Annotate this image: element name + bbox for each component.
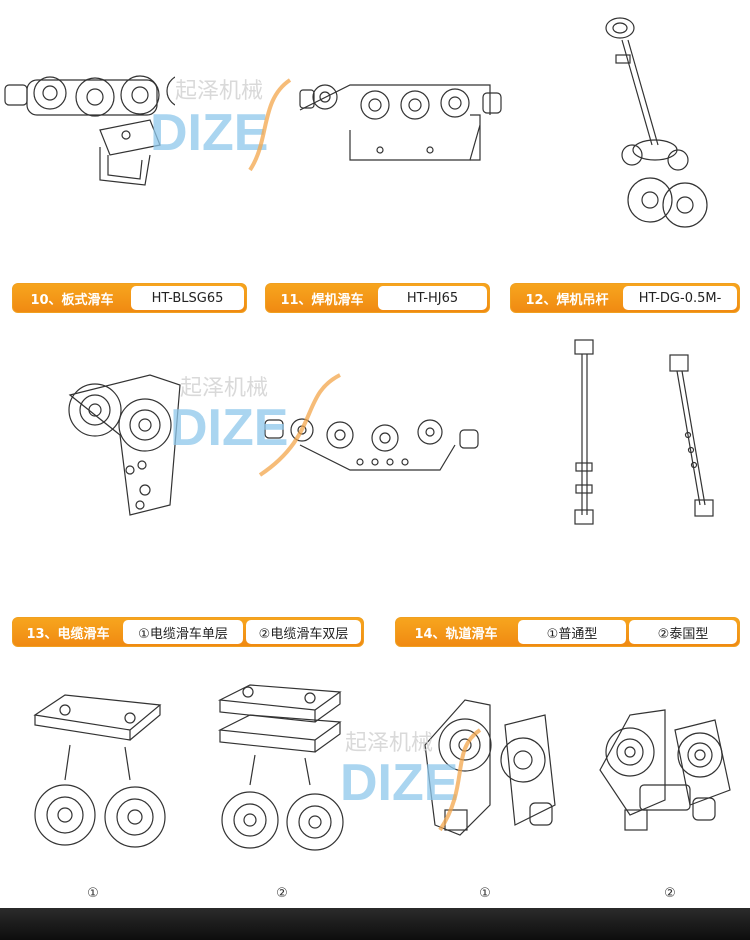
section-label-14: 14、轨道滑车 ①普通型 ②泰国型 [395, 617, 740, 647]
plate-trolley-front-drawing [50, 355, 195, 520]
welder-hanger-rods-drawing [560, 335, 730, 535]
cable-trolley-single-drawing [20, 685, 180, 860]
section-title: 11、焊机滑车 [280, 292, 364, 308]
track-trolley-thai-drawing [585, 690, 740, 845]
section-title: 12、焊机吊杆 [525, 292, 609, 308]
model-code: HT-HJ65 [378, 286, 487, 310]
section-label-13: 13、电缆滑车 ①电缆滑车单层 ②电缆滑车双层 [12, 617, 364, 647]
section-label-10: 10、板式滑车 HT-BLSG65 [12, 283, 247, 313]
variant-mark: ② [276, 886, 288, 901]
welder-hanger-eyebolt-drawing [590, 10, 720, 235]
variant-mark: ① [87, 886, 99, 901]
model-code: HT-DG-0.5M- [623, 286, 737, 310]
variant-mark: ② [664, 886, 676, 901]
footer-bar [0, 908, 750, 940]
section-label-12: 12、焊机吊杆 HT-DG-0.5M- [510, 283, 740, 313]
section-title: 10、板式滑车 [30, 292, 114, 308]
option-thai: ②泰国型 [629, 620, 737, 644]
option-single-layer: ①电缆滑车单层 [123, 620, 243, 644]
section-title: 14、轨道滑车 [414, 626, 498, 642]
welder-trolley-plate-drawing [260, 410, 485, 490]
option-double-layer: ②电缆滑车双层 [246, 620, 361, 644]
variant-mark: ① [479, 886, 491, 901]
svg-text:起泽机械: 起泽机械 [175, 79, 263, 104]
section-label-11: 11、焊机滑车 HT-HJ65 [265, 283, 490, 313]
cable-trolley-double-drawing [210, 680, 360, 865]
model-code: HT-BLSG65 [131, 286, 244, 310]
section-title: 13、电缆滑车 [26, 626, 110, 642]
welder-trolley-rail-drawing [290, 75, 510, 175]
plate-trolley-drawing [0, 55, 175, 190]
track-trolley-standard-drawing [405, 685, 565, 845]
option-standard: ①普通型 [518, 620, 626, 644]
